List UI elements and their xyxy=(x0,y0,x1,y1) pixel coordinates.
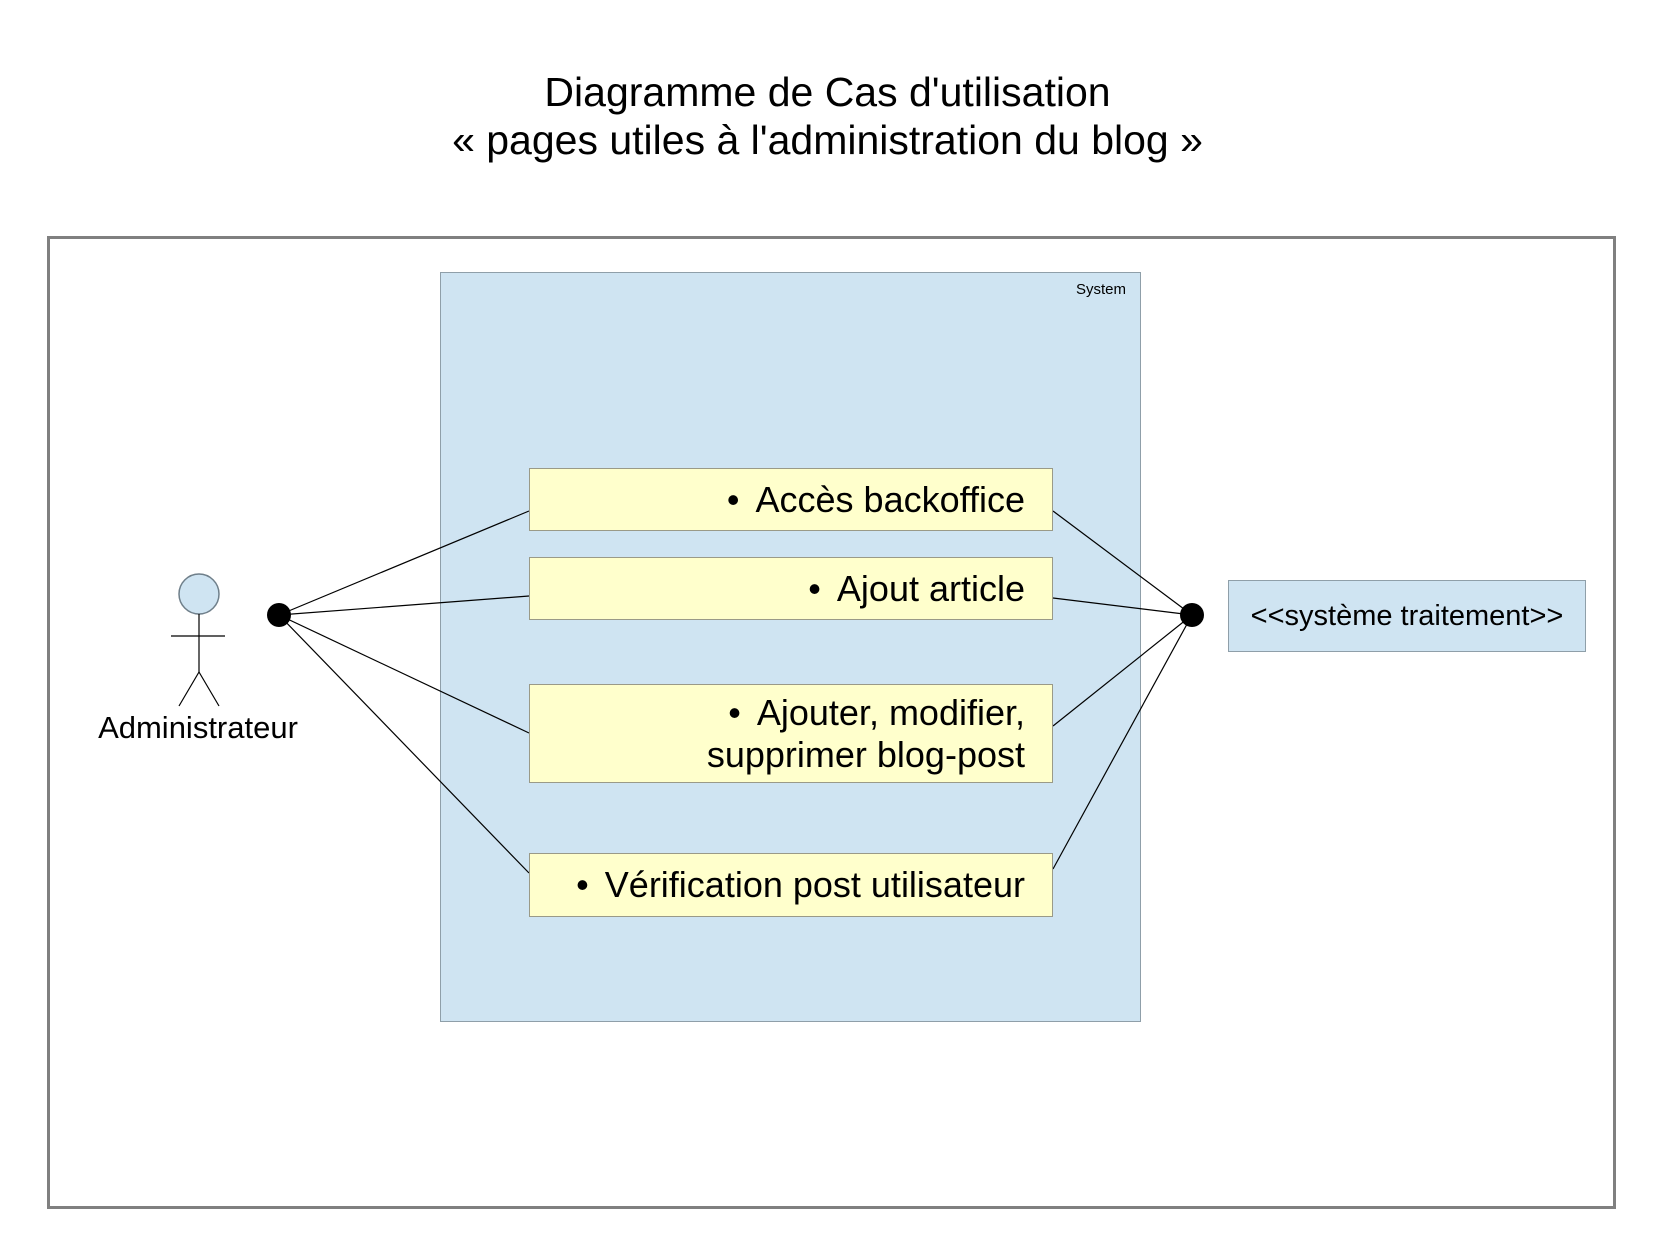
association-actor-uc1 xyxy=(278,510,530,616)
bullet: • xyxy=(728,691,741,733)
usecase-line: • Vérification post utilisateur xyxy=(530,864,1025,906)
usecase-text: Vérification post utilisateur xyxy=(604,864,1025,905)
usecase-acces-backoffice: • Accès backoffice xyxy=(529,468,1053,531)
actor-head xyxy=(178,573,220,615)
association-actor-uc4 xyxy=(278,614,530,874)
association-uc3-external xyxy=(1052,614,1193,727)
external-junction-dot xyxy=(1180,603,1204,627)
association-uc4-external xyxy=(1052,614,1193,870)
usecase-ajout-article: • Ajout article xyxy=(529,557,1053,620)
bullet: • xyxy=(726,478,740,520)
usecase-line: supprimer blog-post xyxy=(530,734,1025,776)
actor-junction-dot xyxy=(267,603,291,627)
actor-right-leg xyxy=(198,671,220,707)
usecase-gerer-blog-post: • Ajouter, modifier, supprimer blog-post xyxy=(529,684,1053,783)
usecase-line: • Ajouter, modifier, xyxy=(530,692,1025,734)
association-uc1-external xyxy=(1052,510,1193,616)
usecase-text: supprimer blog-post xyxy=(706,733,1025,775)
usecase-text: Accès backoffice xyxy=(755,478,1025,520)
external-system-box: <<système traitement>> xyxy=(1228,580,1586,652)
diagram-title: Diagramme de Cas d'utilisation xyxy=(544,69,1111,115)
diagram-frame xyxy=(47,236,1616,1209)
association-uc2-external xyxy=(1052,597,1193,616)
usecase-line: • Ajout article xyxy=(530,568,1025,610)
actor-label: Administrateur xyxy=(98,710,298,745)
usecase-text: Ajouter, modifier, xyxy=(756,691,1025,733)
bullet: • xyxy=(808,567,821,609)
association-actor-uc2 xyxy=(278,595,530,616)
usecase-line: • Accès backoffice xyxy=(530,479,1025,521)
usecase-verification-post: • Vérification post utilisateur xyxy=(529,853,1053,917)
usecase-text: Ajout article xyxy=(836,567,1025,609)
diagram-subtitle: « pages utiles à l'administration du blo… xyxy=(452,117,1203,163)
association-actor-uc3 xyxy=(278,614,530,734)
actor-left-leg xyxy=(178,671,200,707)
bullet: • xyxy=(576,864,589,905)
system-label: System xyxy=(1075,281,1126,298)
